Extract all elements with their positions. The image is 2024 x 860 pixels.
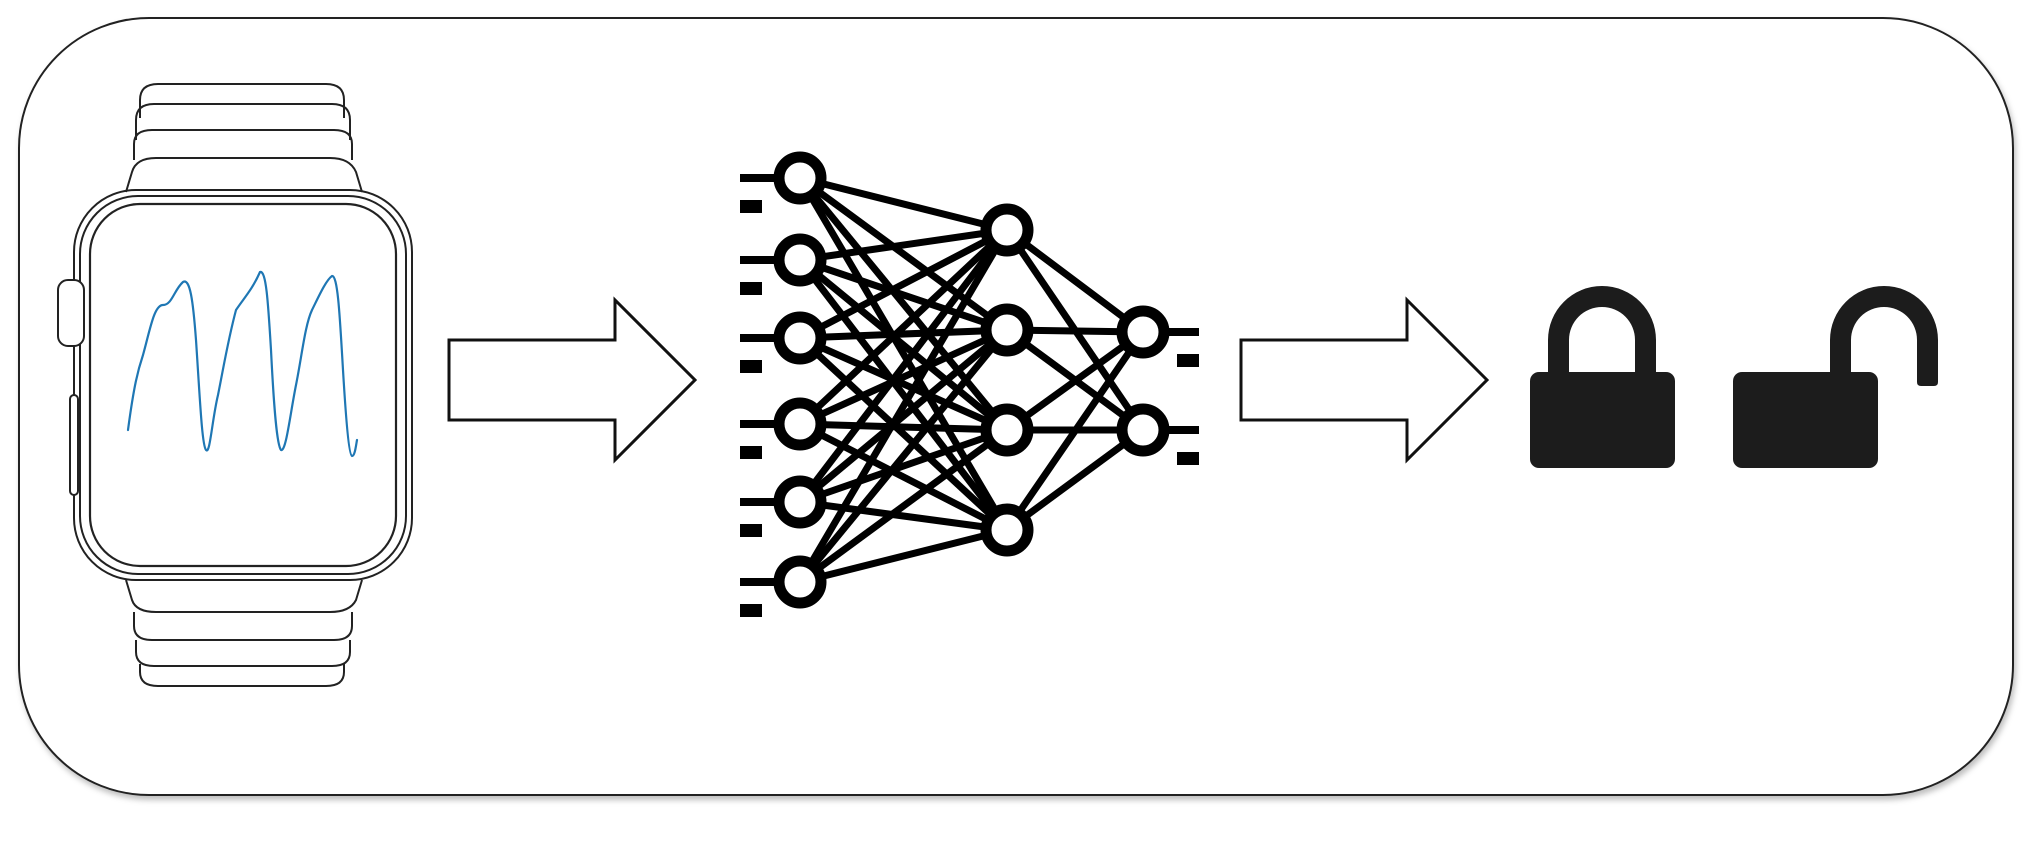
network-edge — [799, 326, 1008, 342]
ppg-signal-line — [126, 270, 359, 458]
network-io-stub — [740, 256, 774, 264]
network-io-stub — [1169, 426, 1199, 434]
network-node — [980, 403, 1034, 457]
lock-open-icon — [1733, 286, 1938, 468]
lock-closed-icon — [1530, 286, 1675, 468]
network-edge — [1004, 329, 1146, 433]
network-node — [773, 233, 827, 287]
network-io-stub — [740, 420, 774, 428]
network-io-stub — [740, 578, 774, 586]
network-io-stub — [1177, 354, 1199, 367]
network-edge — [797, 327, 1010, 585]
smartwatch-icon — [57, 83, 413, 687]
network-edge — [798, 426, 1009, 506]
network-edge — [798, 334, 1009, 434]
network-edge — [797, 227, 1010, 505]
network-edge — [797, 227, 1010, 427]
network-edge — [1004, 330, 1146, 532]
network-io-stub — [740, 524, 762, 537]
network-node — [1116, 305, 1170, 359]
network-node — [1116, 403, 1170, 457]
network-node — [773, 151, 827, 205]
network-node — [980, 303, 1034, 357]
network-node — [980, 503, 1034, 557]
network-node — [773, 311, 827, 365]
network-edge — [796, 176, 1011, 532]
network-io-stub — [740, 282, 762, 295]
neural-network-io-stubs — [740, 174, 1199, 617]
network-io-stub — [1169, 328, 1199, 336]
network-node — [773, 555, 827, 609]
network-edge — [797, 427, 1010, 585]
network-edge — [797, 257, 1010, 433]
network-edge — [799, 174, 1008, 234]
network-io-stub — [740, 498, 774, 506]
network-edge — [797, 257, 1010, 533]
network-edge — [1004, 427, 1146, 533]
arrow-right-icon — [1239, 296, 1490, 464]
network-edge — [1004, 227, 1146, 335]
network-edge — [796, 228, 1011, 584]
network-io-stub — [740, 174, 774, 182]
network-edge — [798, 226, 1009, 342]
network-io-stub — [740, 200, 762, 213]
arrow-right-icon — [447, 296, 698, 464]
network-edge — [799, 498, 1008, 534]
neural-network-edges — [796, 174, 1146, 586]
network-edge — [797, 175, 1010, 333]
network-edge — [799, 526, 1008, 586]
network-edge — [797, 335, 1010, 533]
network-io-stub — [740, 334, 774, 342]
network-edge — [798, 420, 1009, 534]
network-node — [980, 203, 1034, 257]
neural-network-icon — [773, 151, 1170, 609]
network-edge — [797, 327, 1010, 505]
network-edge — [797, 175, 1010, 433]
network-io-stub — [740, 446, 762, 459]
network-node — [773, 397, 827, 451]
network-edge — [799, 226, 1008, 264]
network-edge — [799, 420, 1008, 434]
network-io-stub — [1177, 452, 1199, 465]
network-edge — [798, 256, 1009, 334]
network-edge — [798, 326, 1009, 428]
network-io-stub — [740, 360, 762, 373]
network-io-stub — [740, 604, 762, 617]
network-node — [773, 475, 827, 529]
